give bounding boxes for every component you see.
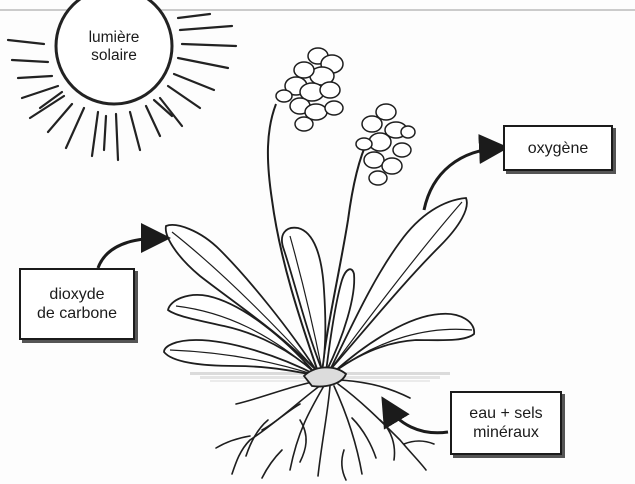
co2-label-line1: dioxyde — [49, 285, 104, 304]
water-minerals-label-box: eau + sels minéraux — [450, 391, 562, 455]
flower-cluster-left — [276, 48, 343, 131]
oxygen-label: oxygène — [528, 139, 589, 158]
oxygen-label-box: oxygène — [503, 125, 613, 171]
co2-label-line2: de carbone — [37, 304, 117, 323]
roots — [216, 380, 434, 480]
sun-label-line1: lumière — [89, 29, 140, 47]
leaves — [164, 198, 474, 387]
water-label-line1: eau + sels — [469, 404, 542, 423]
water-label-line2: minéraux — [473, 423, 539, 442]
flower-cluster-right — [356, 104, 415, 185]
co2-label-box: dioxyde de carbone — [19, 268, 135, 340]
arrow-co2-in — [98, 238, 162, 268]
sun-label: lumière solaire — [62, 20, 166, 74]
sun-label-line2: solaire — [91, 47, 137, 65]
arrow-water-in — [386, 404, 448, 433]
